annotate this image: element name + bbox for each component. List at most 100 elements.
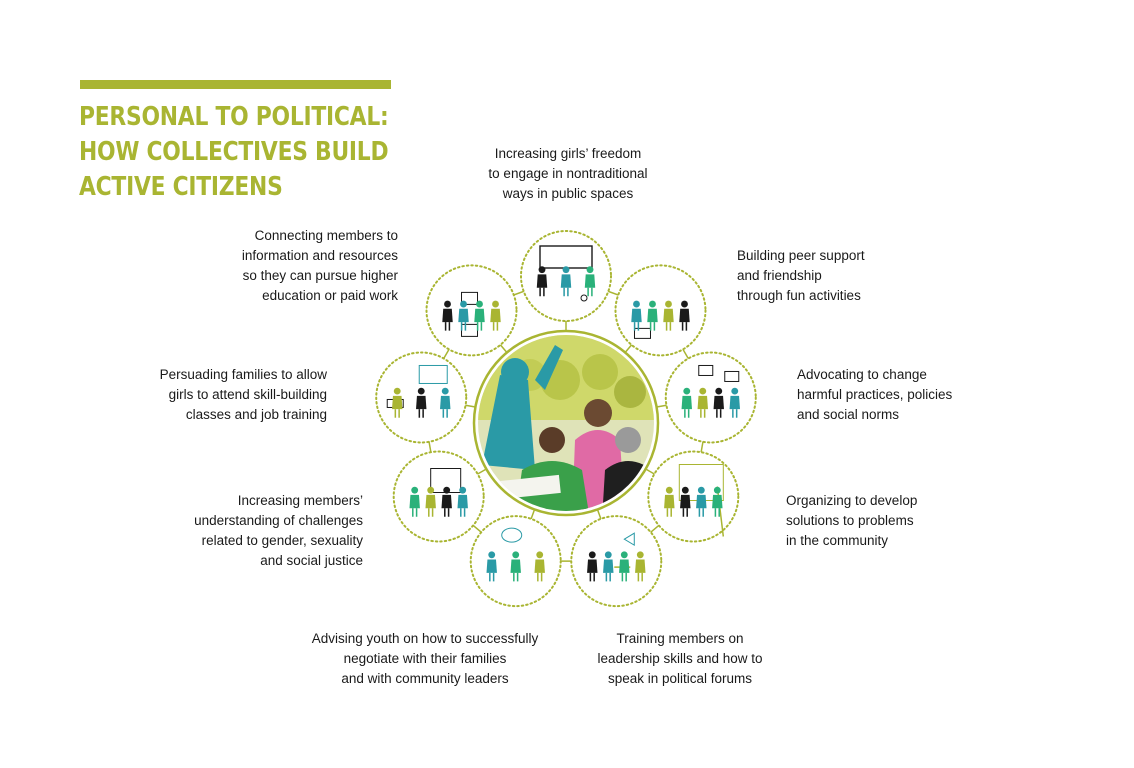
person-head [588,551,596,559]
person-body [457,494,468,509]
label-connecting: Connecting members to information and re… [198,226,398,306]
node-circle [570,515,663,608]
label-line: harmful practices, policies [797,387,953,402]
person-body [713,395,724,410]
node-circle [425,264,518,357]
label-line: related to gender, sexuality [201,533,363,548]
person-head [731,387,739,395]
label-line: Training members on [616,631,744,646]
label-line: classes and job training [185,407,327,422]
person-body [619,559,630,573]
person-body [441,494,452,509]
person-head [697,486,705,494]
person-head [620,551,628,559]
protest-sign [698,364,714,376]
label-advising: Advising youth on how to successfully ne… [295,629,555,689]
ball [580,294,588,302]
label-advocating: Advocating to change harmful practices, … [797,365,952,425]
person-body [458,308,469,323]
person-head [649,300,656,308]
person-body [679,308,690,323]
whiteboard-shapes-icon [392,450,485,543]
person-head [713,486,721,494]
label-training: Training members on leadership skills an… [570,629,790,689]
label-line: and with community leaders [341,671,509,686]
speech-bubble-family-icon [469,515,562,608]
label-understanding: Increasing members’ understanding of cha… [163,491,363,571]
node-circle [392,450,485,543]
person-body [631,308,642,323]
person-body [729,395,740,410]
ladder [716,486,725,537]
protest-sign [724,370,740,382]
person-body [587,559,598,573]
person-body [442,308,453,323]
whiteboard [430,468,462,493]
megaphone [623,532,635,547]
label-line: understanding of challenges [194,513,363,528]
person-head [460,300,467,308]
person-head [681,300,688,308]
label-line: and social norms [797,407,900,422]
label-peer-support: Building peer support and friendship thr… [737,246,865,306]
person-head [562,266,570,274]
label-organizing: Organizing to develop solutions to probl… [786,491,917,551]
label-line: Increasing members’ [237,493,363,508]
label-line: so they can pursue higher [242,268,398,283]
person-head [512,551,520,559]
person-body [712,494,723,509]
label-line: and friendship [737,268,822,283]
label-line: and social justice [260,553,363,568]
person-body [647,308,658,323]
megaphone-speaker-icon [570,515,663,608]
computer-desk-icon [425,264,518,357]
label-line: in the community [786,533,889,548]
label-line: education or paid work [262,288,398,303]
person-head [715,387,723,395]
ladder-painting-icon [647,450,740,543]
person-body [534,559,545,573]
label-line: negotiate with their families [343,651,507,666]
node-circle [647,450,740,543]
label-line: leadership skills and how to [597,651,763,666]
person-body [425,494,436,509]
person-head [636,551,644,559]
person-head [665,300,672,308]
person-head [633,300,640,308]
person-body [603,559,614,573]
protest-signs-icon [664,351,757,444]
person-head [536,551,544,559]
label-line: Increasing girls’ freedom [494,146,642,161]
person-body [490,308,501,323]
label-line: Persuading families to allow [159,367,327,382]
label-line: Building peer support [737,248,865,263]
label-line: Connecting members to [254,228,398,243]
person-head [488,551,496,559]
person-body [680,494,691,509]
label-line: information and resources [241,248,398,263]
label-line: girls to attend skill-building [168,387,327,402]
soccer-goal-girls-icon [520,230,612,322]
label-line: ways in public spaces [502,186,634,201]
center-photo [472,329,660,517]
person-head [417,387,425,395]
classroom-training-icon [375,351,468,444]
person-head [681,486,689,494]
person-head [444,300,451,308]
person-head [683,387,691,395]
radio [633,327,651,339]
screen-board [418,364,448,384]
title-accent-bar [80,80,391,89]
person-body [536,274,548,288]
person-body [681,395,692,410]
person-body [696,494,707,509]
person-head [427,486,435,494]
person-head [459,486,467,494]
page-title-line-1: PERSONAL TO POLITICAL: [79,102,389,132]
person-body [635,559,646,573]
outer-nodes [375,230,757,608]
person-head [699,387,707,395]
person-head [441,387,449,395]
node-circle [614,264,707,357]
